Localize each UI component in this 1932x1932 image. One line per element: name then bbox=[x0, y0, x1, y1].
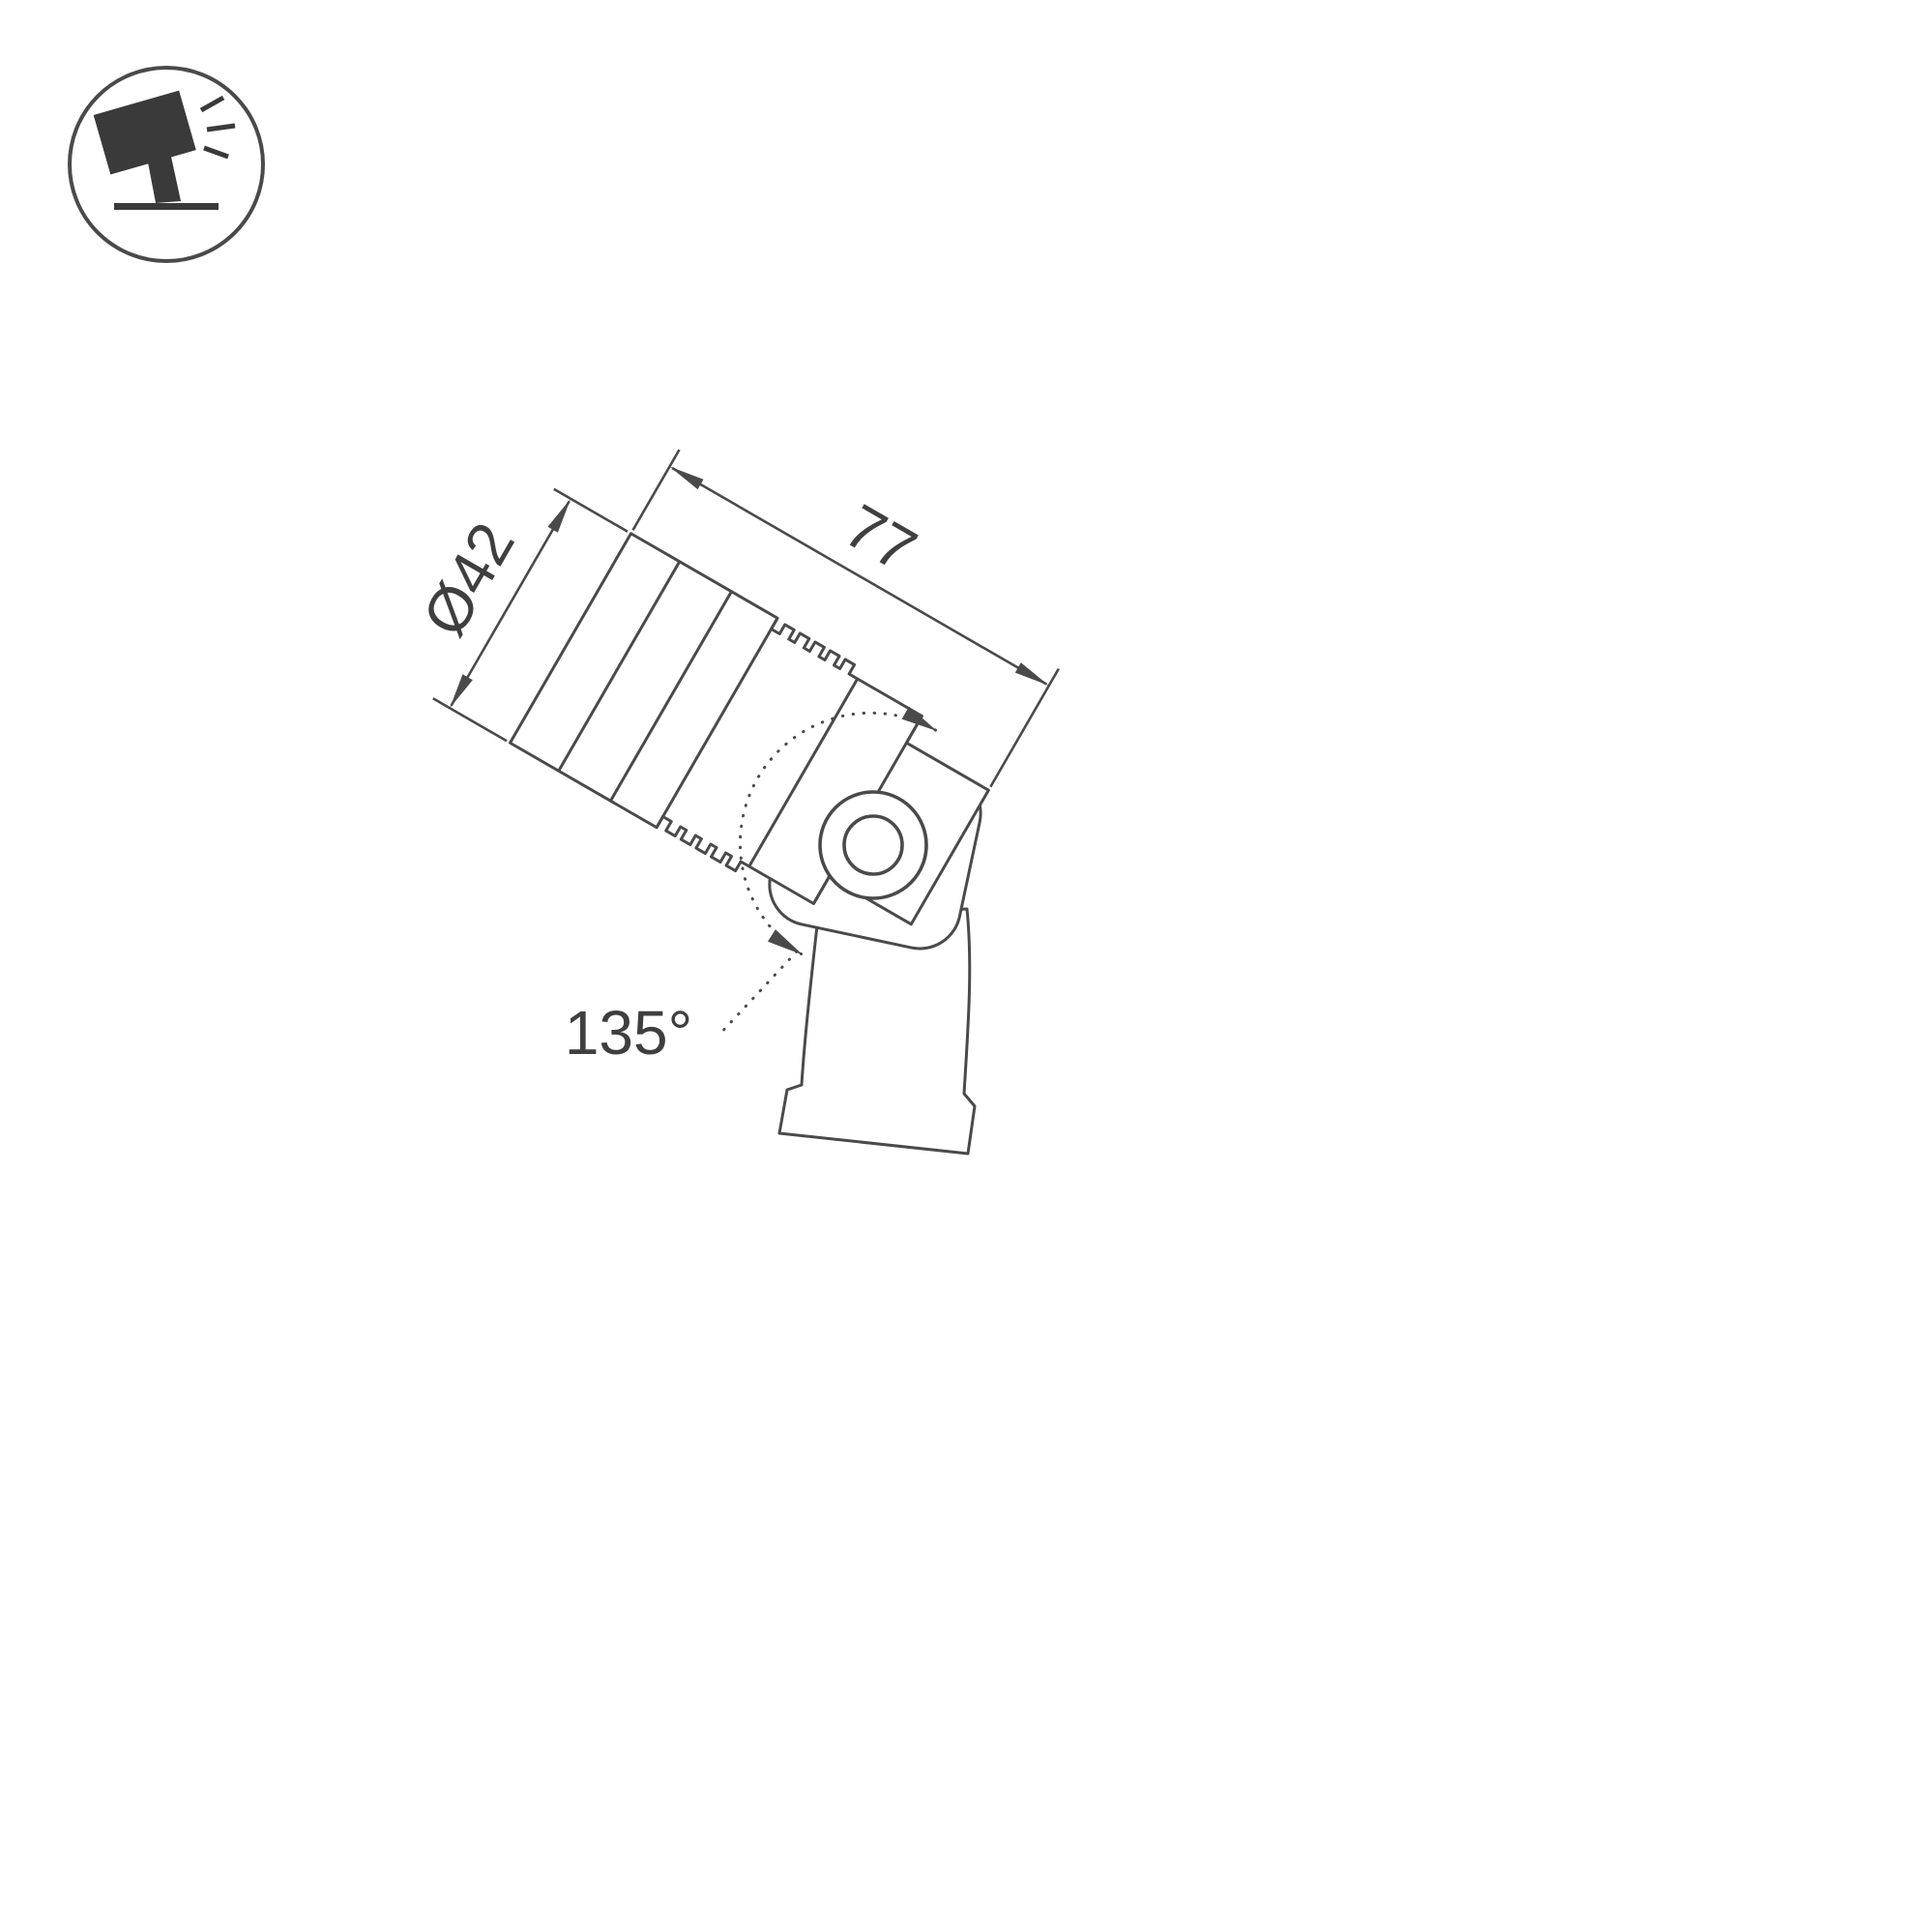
pivot-inner-circle bbox=[842, 814, 904, 876]
bracket-leg-and-foot bbox=[777, 907, 977, 1156]
angle-label: 135° bbox=[565, 998, 692, 1068]
tilted-spotlight-icon bbox=[93, 90, 236, 210]
diameter-label: Ø42 bbox=[409, 512, 528, 648]
lamp-body: Ø42 77 bbox=[409, 449, 1060, 926]
extension-line bbox=[553, 487, 629, 533]
spotlight-stem-icon bbox=[148, 157, 181, 203]
extension-line bbox=[989, 667, 1060, 788]
arrowhead-icon bbox=[901, 706, 938, 732]
length-label: 77 bbox=[834, 491, 928, 586]
light-rays-icon bbox=[199, 95, 236, 160]
angle-leader-line bbox=[716, 950, 799, 1039]
spotlight-head-icon bbox=[93, 90, 196, 175]
dimension-line bbox=[450, 500, 571, 707]
rotation-arc bbox=[738, 711, 937, 955]
angle-dimension: 135° bbox=[565, 706, 938, 1068]
arrowhead-icon bbox=[767, 929, 804, 955]
arrowhead-icon bbox=[1014, 662, 1049, 686]
extension-line bbox=[432, 697, 508, 743]
dimension-line bbox=[671, 466, 1047, 686]
product-icon-badge bbox=[68, 66, 265, 263]
arrowhead-icon bbox=[450, 674, 473, 709]
extension-line bbox=[631, 449, 681, 531]
arrowhead-icon bbox=[669, 466, 704, 490]
pivot-joint bbox=[818, 790, 928, 900]
arrowhead-icon bbox=[547, 498, 571, 533]
